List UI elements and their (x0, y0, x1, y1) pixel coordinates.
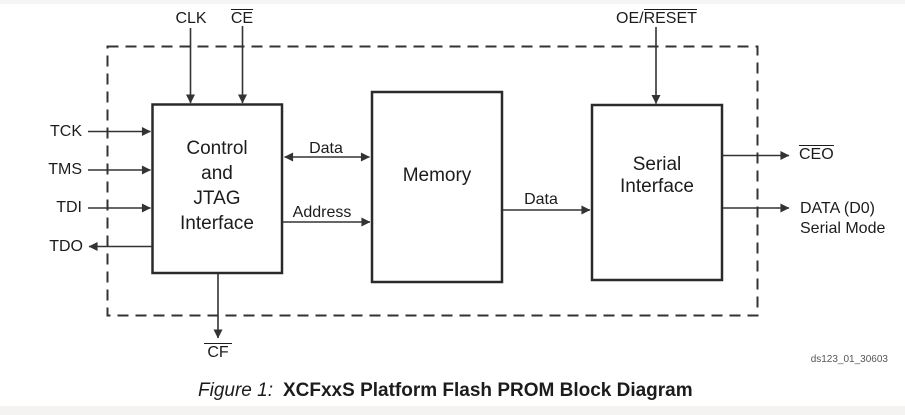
cf-pin-label: CF (196, 343, 240, 361)
ce-pin-label: CE (230, 9, 254, 27)
tms-pin-label: TMS (48, 161, 82, 178)
page-edge-bottom (0, 406, 905, 415)
tck-pin-label: TCK (50, 123, 82, 140)
serial-mode-label: Serial Mode (800, 220, 886, 237)
serial-interface-block (590, 103, 724, 282)
figure-caption: Figure 1: XCFxxS Platform Flash PROM Bloc… (198, 380, 693, 402)
page-edge-top (0, 0, 905, 4)
memory-label: Memory (402, 165, 472, 186)
control-jtag-block (151, 103, 284, 275)
cf-overlined-text: CF (204, 343, 232, 361)
data-bus-label-control-memory: Data (309, 140, 343, 157)
figure-title: XCFxxS Platform Flash PROM Block Diagram (282, 380, 693, 401)
serial-interface-label: Serial Interface (620, 154, 694, 197)
ceo-pin-label: CEO (799, 145, 834, 163)
control-jtag-label: Control and JTAG Interface (180, 138, 254, 234)
address-bus-label: Address (292, 204, 352, 221)
tdo-pin-label: TDO (49, 238, 83, 255)
reset-overlined-text: RESET (643, 9, 697, 27)
oe-prefix-text: OE/ (616, 10, 644, 27)
ceo-overlined-text: CEO (799, 145, 834, 163)
data-d0-pin-label: DATA (D0) (800, 200, 875, 217)
figure-number-label: Figure 1: (198, 380, 273, 401)
ce-overlined-text: CE (230, 9, 254, 27)
chip-boundary-dashed (106, 45, 759, 317)
figure-ref-code: ds123_01_30603 (810, 354, 888, 365)
memory-block (370, 90, 504, 284)
oe-reset-pin-label: OE/RESET (616, 9, 697, 27)
tdi-pin-label: TDI (56, 199, 82, 216)
clk-pin-label: CLK (175, 10, 207, 27)
data-bus-label-memory-serial: Data (524, 191, 558, 208)
